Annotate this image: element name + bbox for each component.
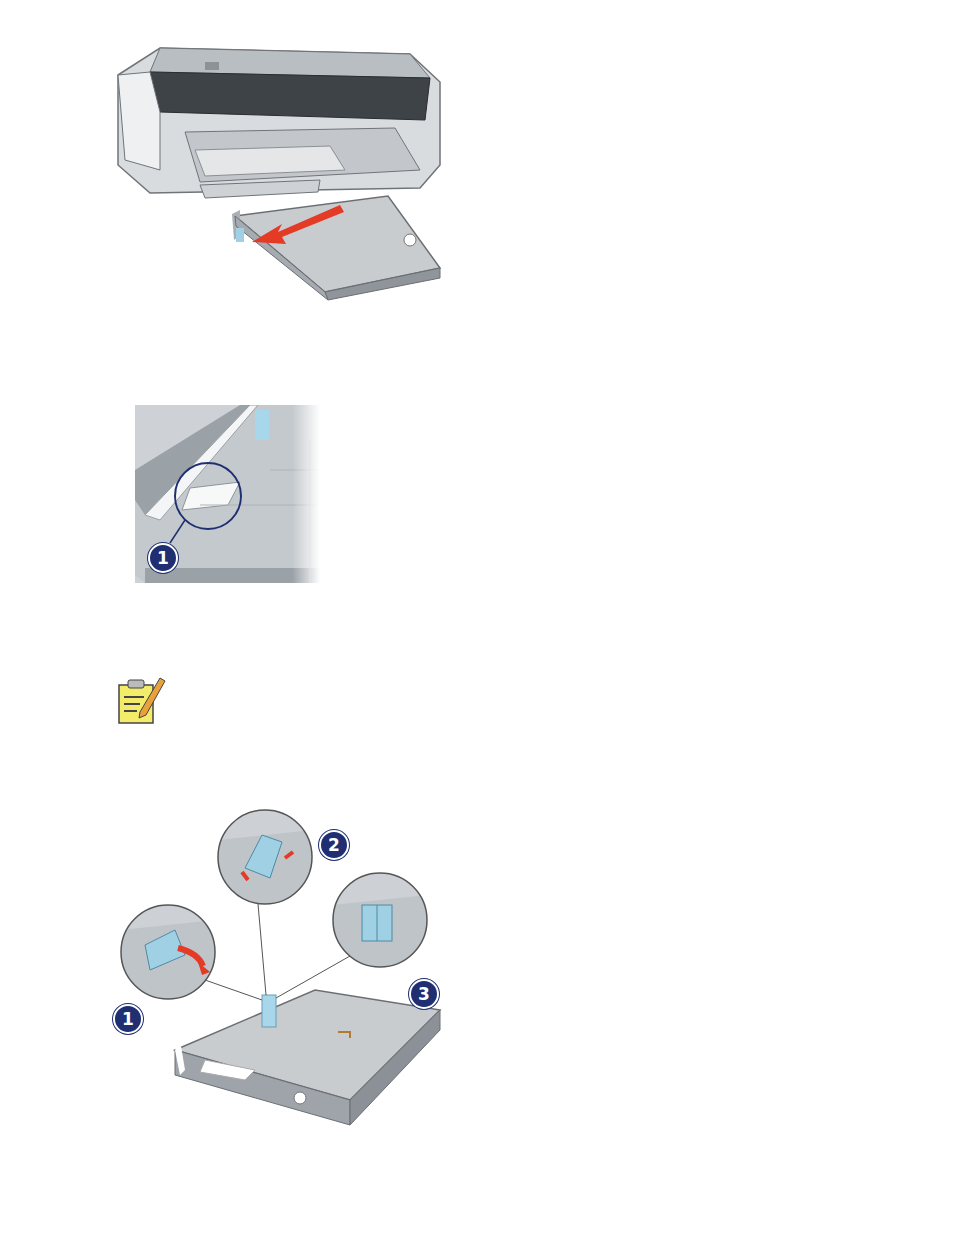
inset-1 [120,905,215,1000]
callout-text: 1 [122,1011,134,1028]
callout-number: 1 [148,543,178,573]
leader-line [170,520,185,543]
tray-closeup [135,405,320,583]
callout-number: 3 [409,979,439,1009]
callout-text: 3 [418,986,430,1003]
inset-leaders [205,904,350,1000]
callout-text: 2 [328,837,340,854]
callout-number: 2 [319,830,349,860]
callout-number: 1 [113,1004,143,1034]
note-icon [119,678,165,723]
inset-2 [218,810,312,905]
tray-guide-picture [175,990,440,1125]
highlight-circle [175,463,241,529]
inset-3 [333,873,427,968]
printer-picture [118,48,440,300]
callout-text: 1 [157,550,169,567]
